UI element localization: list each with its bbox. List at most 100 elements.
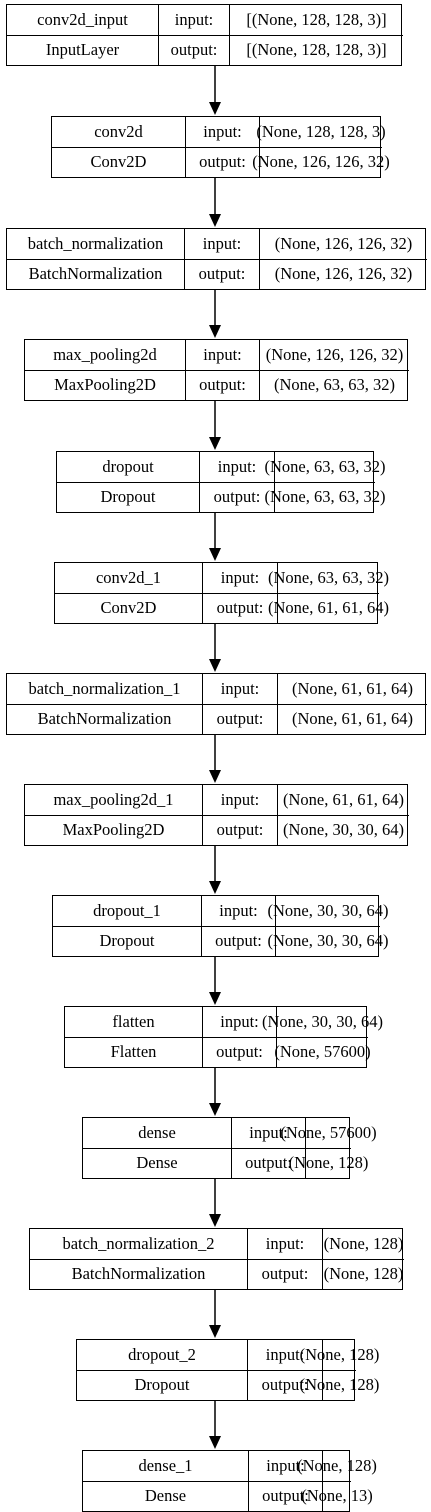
layer-name: max_pooling2d: [53, 344, 157, 364]
input-label: input:: [202, 1007, 276, 1037]
input-label: input:: [158, 5, 229, 35]
layer-node-batch-normalization-1: batch_normalization_1 input:(None, 61, 61…: [6, 673, 427, 735]
output-label: output:: [248, 1481, 322, 1511]
layer-type: Conv2D: [55, 593, 202, 623]
layer-type: BatchNormalization: [7, 704, 202, 734]
output-shape: (None, 63, 63, 32): [265, 482, 386, 512]
input-shape: (None, 128): [322, 1229, 404, 1259]
layer-type: BatchNormalization: [30, 1259, 247, 1289]
arrowhead-icon: [209, 437, 221, 450]
input-shape: (None, 126, 126, 32): [259, 229, 427, 259]
input-shape: (None, 128, 128, 3): [256, 117, 386, 147]
layer-name: dropout_2: [128, 1344, 196, 1364]
layer-type: BatchNormalization: [7, 259, 184, 289]
layer-type: MaxPooling2D: [25, 815, 202, 845]
output-shape: (None, 61, 61, 64): [277, 704, 427, 734]
input-label: input:: [248, 1451, 322, 1481]
input-label: input:: [201, 896, 275, 926]
output-shape: (None, 128): [300, 1370, 379, 1400]
layer-name: dense: [138, 1122, 176, 1142]
layer-node-dropout-1: dropout_1 input:(None, 30, 30, 64) Dropout…: [52, 895, 389, 957]
output-shape: [(None, 128, 128, 3)]: [229, 35, 403, 65]
layer-node-batch-normalization-2: batch_normalization_2 input:(None, 128) Ba…: [29, 1228, 404, 1290]
arrowhead-icon: [209, 1103, 221, 1116]
output-shape: (None, 30, 30, 64): [268, 926, 389, 956]
layer-type: Dropout: [53, 926, 201, 956]
output-label: output:: [199, 482, 274, 512]
output-shape: (None, 128): [289, 1148, 368, 1178]
layer-node-max-pooling2d: max_pooling2d input:(None, 126, 126, 32) M…: [24, 339, 409, 401]
layer-node-conv2d-input: conv2d_input input:[(None, 128, 128, 3)] I…: [6, 4, 403, 66]
output-label: output:: [202, 815, 277, 845]
layer-name: conv2d_input: [37, 9, 128, 29]
arrowhead-icon: [209, 770, 221, 783]
output-label: output:: [158, 35, 229, 65]
layer-node-batch-normalization: batch_normalization input:(None, 126, 126…: [6, 228, 427, 290]
input-label: input:: [202, 674, 277, 704]
input-shape: (None, 57600): [280, 1118, 377, 1148]
layer-name: dense_1: [138, 1455, 193, 1475]
arrowhead-icon: [209, 548, 221, 561]
input-shape: (None, 128): [297, 1451, 377, 1481]
output-label: output:: [247, 1259, 322, 1289]
output-shape: (None, 30, 30, 64): [277, 815, 409, 845]
input-shape: (None, 126, 126, 32): [259, 340, 409, 370]
input-shape: (None, 61, 61, 64): [277, 785, 409, 815]
input-shape: (None, 63, 63, 32): [265, 452, 386, 482]
input-shape: (None, 63, 63, 32): [268, 563, 389, 593]
layer-type: Dense: [83, 1481, 248, 1511]
output-shape: (None, 128): [322, 1259, 404, 1289]
input-label: input:: [202, 563, 277, 593]
input-label: input:: [231, 1118, 305, 1148]
layer-type: MaxPooling2D: [25, 370, 185, 400]
output-shape: (None, 126, 126, 32): [252, 147, 390, 177]
output-shape: (None, 13): [301, 1481, 373, 1511]
input-label: input:: [185, 340, 259, 370]
layer-name: max_pooling2d_1: [53, 789, 174, 809]
input-label: input:: [247, 1340, 322, 1370]
arrowhead-icon: [209, 1436, 221, 1449]
layer-type: InputLayer: [7, 35, 158, 65]
output-label: output:: [201, 926, 275, 956]
layer-name: dropout: [102, 456, 154, 476]
arrowhead-icon: [209, 881, 221, 894]
layer-type: Flatten: [65, 1037, 202, 1067]
output-label: output:: [184, 259, 259, 289]
arrowhead-icon: [209, 992, 221, 1005]
output-shape: (None, 61, 61, 64): [268, 593, 389, 623]
input-shape: (None, 61, 61, 64): [277, 674, 427, 704]
layer-name: dropout_1: [93, 900, 161, 920]
layer-type: Dense: [83, 1148, 231, 1178]
input-shape: (None, 30, 30, 64): [262, 1007, 383, 1037]
layer-name: batch_normalization_1: [28, 678, 181, 698]
arrowhead-icon: [209, 214, 221, 227]
output-label: output:: [231, 1148, 305, 1178]
output-label: output:: [202, 704, 277, 734]
arrowhead-icon: [209, 325, 221, 338]
arrowhead-icon: [209, 1214, 221, 1227]
arrowhead-icon: [209, 659, 221, 672]
input-shape: (None, 128): [300, 1340, 379, 1370]
layer-name: batch_normalization_2: [62, 1233, 215, 1253]
input-label: input:: [199, 452, 274, 482]
layer-type: Dropout: [77, 1370, 247, 1400]
input-label: input:: [247, 1229, 322, 1259]
layer-name: batch_normalization: [27, 233, 164, 253]
output-shape: (None, 57600): [274, 1037, 371, 1067]
output-label: output:: [202, 593, 277, 623]
input-label: input:: [184, 229, 259, 259]
output-label: output:: [185, 147, 259, 177]
layer-type: Conv2D: [52, 147, 185, 177]
layer-name: conv2d_1: [95, 567, 162, 587]
layer-name: conv2d: [94, 121, 143, 141]
layer-type: Dropout: [57, 482, 199, 512]
output-shape: (None, 126, 126, 32): [259, 259, 427, 289]
